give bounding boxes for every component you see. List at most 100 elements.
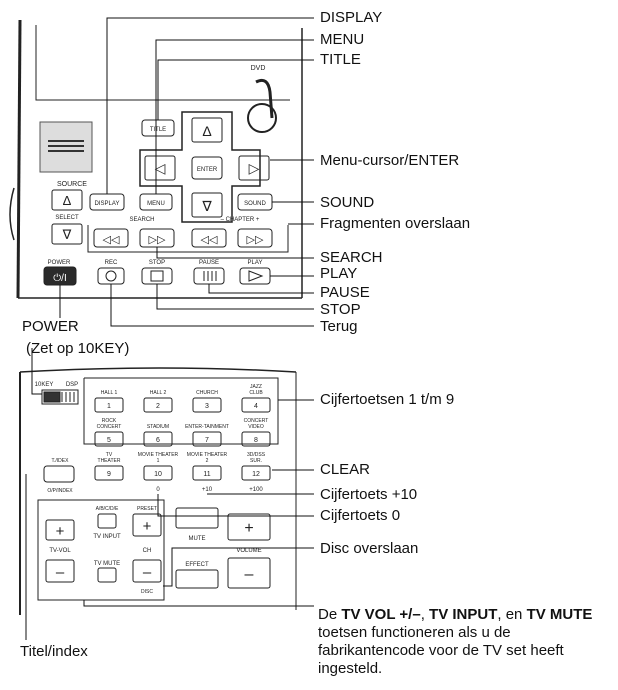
volume-down-button[interactable]: [227, 557, 271, 589]
tv-vol-label: TV-VOL: [49, 548, 71, 554]
switch-ridges: [61, 392, 75, 402]
tv-input-button[interactable]: [97, 513, 117, 529]
chapter-prev-button[interactable]: [191, 228, 227, 248]
number-key-3-label: 3: [205, 403, 209, 410]
leader-display: [106, 17, 314, 194]
number-key-6[interactable]: [143, 431, 173, 447]
cursor-up-button[interactable]: [191, 117, 223, 143]
number-key-8-label: 8: [254, 437, 258, 444]
label-set-10key: (Zet op 10KEY): [26, 340, 130, 357]
number-key-10[interactable]: [143, 465, 173, 481]
source-up-button[interactable]: [51, 189, 83, 211]
label-number-keys: Cijfertoetsen 1 t/m 9: [320, 391, 455, 408]
cursor-down-button[interactable]: [191, 192, 223, 218]
note-tv-input: TV INPUT: [429, 606, 498, 623]
number-key-11-label: 11: [203, 471, 210, 478]
select-label: SELECT: [55, 215, 79, 221]
key-6-mode-label: STADIUM: [147, 424, 169, 430]
tv-mute-button[interactable]: [97, 567, 117, 583]
number-key-8[interactable]: [241, 431, 271, 447]
number-key-2-label: 2: [156, 403, 160, 410]
power-icon: ⏻/I: [53, 273, 66, 284]
label-skip-chapters: Fragmenten overslaan: [320, 215, 471, 232]
number-key-11[interactable]: [192, 465, 222, 481]
ch-minus-icon: –: [143, 564, 152, 581]
effect-button[interactable]: [175, 569, 219, 589]
number-key-5[interactable]: [94, 431, 124, 447]
number-key-2[interactable]: [143, 397, 173, 413]
number-key-7-label: 7: [205, 437, 209, 444]
key-12-mode-label: 3D/DSS: [247, 452, 266, 458]
number-key-6-label: 6: [156, 437, 160, 444]
chapter-group-label: – CHAPTER +: [221, 217, 260, 223]
note-text-3: , en: [497, 606, 527, 623]
pause-icon: [203, 271, 217, 281]
stop-button[interactable]: [141, 267, 173, 285]
key-11-mode-label: MOVIE THEATER: [187, 452, 228, 458]
ch-up-button[interactable]: [132, 513, 162, 537]
source-down-button[interactable]: [51, 223, 83, 245]
leader-10key: [31, 348, 42, 395]
dsp-label: DSP: [66, 382, 78, 388]
number-key-9[interactable]: [94, 465, 124, 481]
ch-down-button[interactable]: [132, 559, 162, 583]
tv-mute-label: TV MUTE: [94, 561, 120, 567]
10key-dsp-switch[interactable]: [41, 389, 79, 405]
cursor-right-icon: ▷: [249, 160, 260, 176]
search-rew-button[interactable]: [93, 228, 129, 248]
rec-button[interactable]: [97, 267, 125, 285]
number-key-10-label: 10: [154, 471, 162, 478]
lcd-segments: [48, 140, 84, 152]
enter-button[interactable]: [191, 156, 223, 180]
source-switch-ring[interactable]: [247, 103, 277, 133]
label-number-plus10: Cijfertoets +10: [320, 486, 418, 503]
volume-up-button[interactable]: [227, 513, 271, 541]
play-icon: [248, 270, 264, 282]
cursor-up-icon: Δ: [202, 123, 211, 139]
key-11-mode-label: 2: [206, 458, 209, 464]
pause-button[interactable]: [193, 267, 225, 285]
dpad-frame: [139, 111, 261, 223]
10key-label: 10KEY: [35, 382, 54, 388]
tv-vol-up-button[interactable]: [45, 519, 75, 541]
label-pause: PAUSE: [320, 284, 370, 301]
leader-zero: [157, 494, 314, 517]
number-key-1[interactable]: [94, 397, 124, 413]
chapter-prev-icon: ◁◁: [201, 234, 218, 246]
chapter-next-button[interactable]: [237, 228, 273, 248]
label-back: Terug: [320, 318, 358, 335]
number-key-4[interactable]: [241, 397, 271, 413]
ch-plus-icon: +: [143, 518, 152, 535]
ch-label: CH: [143, 548, 152, 554]
cursor-down-icon: ∇: [201, 198, 212, 214]
label-disc-skip: Disc overslaan: [320, 540, 419, 557]
leader-search: [156, 247, 314, 259]
pause-label: PAUSE: [199, 260, 219, 266]
enter-button-label: ENTER: [197, 167, 218, 173]
key-12-sub-label: +100: [249, 487, 263, 493]
remote-left-edge: [16, 19, 22, 299]
cursor-left-button[interactable]: [144, 155, 176, 181]
side-grip: [9, 187, 15, 241]
play-button[interactable]: [239, 267, 271, 285]
label-stop: STOP: [320, 301, 361, 318]
leader-menu: [155, 39, 314, 194]
effect-label: EFFECT: [185, 562, 209, 568]
key-8-mode-label: VIDEO: [248, 424, 264, 430]
rec-label: REC: [105, 260, 118, 266]
title-index-button[interactable]: [43, 465, 75, 483]
rewind-icon: ◁◁: [103, 234, 120, 246]
number-key-12[interactable]: [241, 465, 271, 481]
leader-title: [157, 59, 314, 120]
key-2-mode-label: HALL 2: [150, 390, 167, 396]
mute-button[interactable]: [175, 507, 219, 529]
leader-disc-skip: [163, 547, 314, 587]
cursor-right-button[interactable]: [238, 155, 270, 181]
power-label: POWER: [48, 260, 71, 266]
number-key-3[interactable]: [192, 397, 222, 413]
number-key-9-label: 9: [107, 471, 111, 478]
tv-vol-down-button[interactable]: [45, 559, 75, 583]
number-key-7[interactable]: [192, 431, 222, 447]
